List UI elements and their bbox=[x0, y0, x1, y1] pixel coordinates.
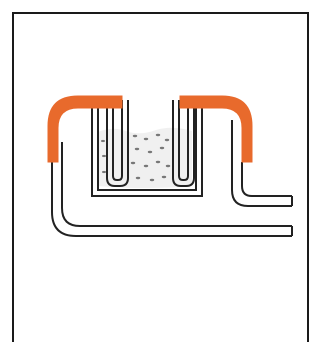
left-dip-tube bbox=[106, 100, 129, 187]
left-cap bbox=[47, 95, 123, 163]
outer-pipe bbox=[51, 142, 293, 237]
bubbles bbox=[101, 133, 171, 182]
right-dip-tube bbox=[172, 100, 195, 187]
inner-cup bbox=[91, 108, 203, 197]
right-cap bbox=[179, 95, 253, 163]
outlet-pipe bbox=[231, 120, 293, 207]
